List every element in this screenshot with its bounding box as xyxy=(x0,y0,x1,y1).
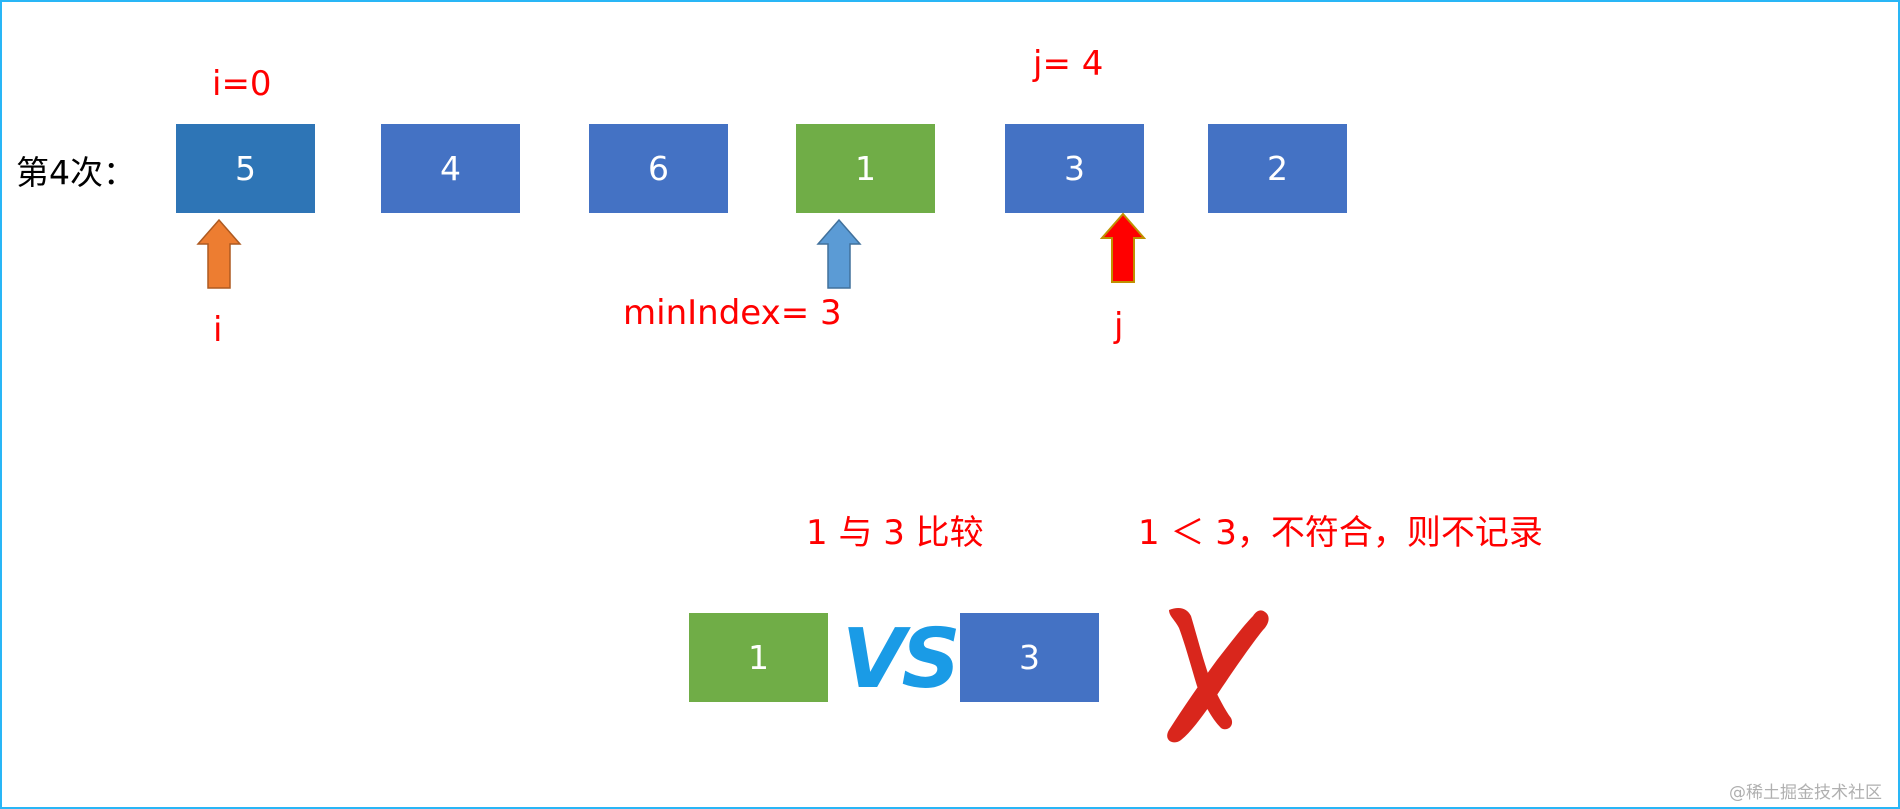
array-box-2: 6 xyxy=(589,124,728,213)
pass-label: 第4次： xyxy=(16,153,136,192)
compare-left-box: 1 xyxy=(689,613,828,702)
vs-text: VS xyxy=(842,612,961,707)
compare-right-box: 3 xyxy=(960,613,1099,702)
i-pointer-label: i xyxy=(213,310,223,350)
j-pointer-label: j xyxy=(1114,306,1124,346)
compare-text: 1 与 3 比较 xyxy=(806,513,984,553)
result-text: 1 ＜ 3，不符合，则不记录 xyxy=(1138,513,1543,553)
cross-icon xyxy=(1167,608,1269,743)
array-box-5: 2 xyxy=(1208,124,1347,213)
i-arrow-icon xyxy=(196,218,242,289)
min-index-label: minIndex= 3 xyxy=(623,293,842,333)
array-box-3: 1 xyxy=(796,124,935,213)
i-value-label: i=0 xyxy=(212,64,272,104)
min-index-arrow-icon xyxy=(816,218,862,289)
watermark: @稀土掘金技术社区 xyxy=(1729,783,1882,803)
array-box-0: 5 xyxy=(176,124,315,213)
j-value-label: j= 4 xyxy=(1033,44,1104,84)
array-box-1: 4 xyxy=(381,124,520,213)
array-box-4: 3 xyxy=(1005,124,1144,213)
j-arrow-icon xyxy=(1100,212,1146,283)
